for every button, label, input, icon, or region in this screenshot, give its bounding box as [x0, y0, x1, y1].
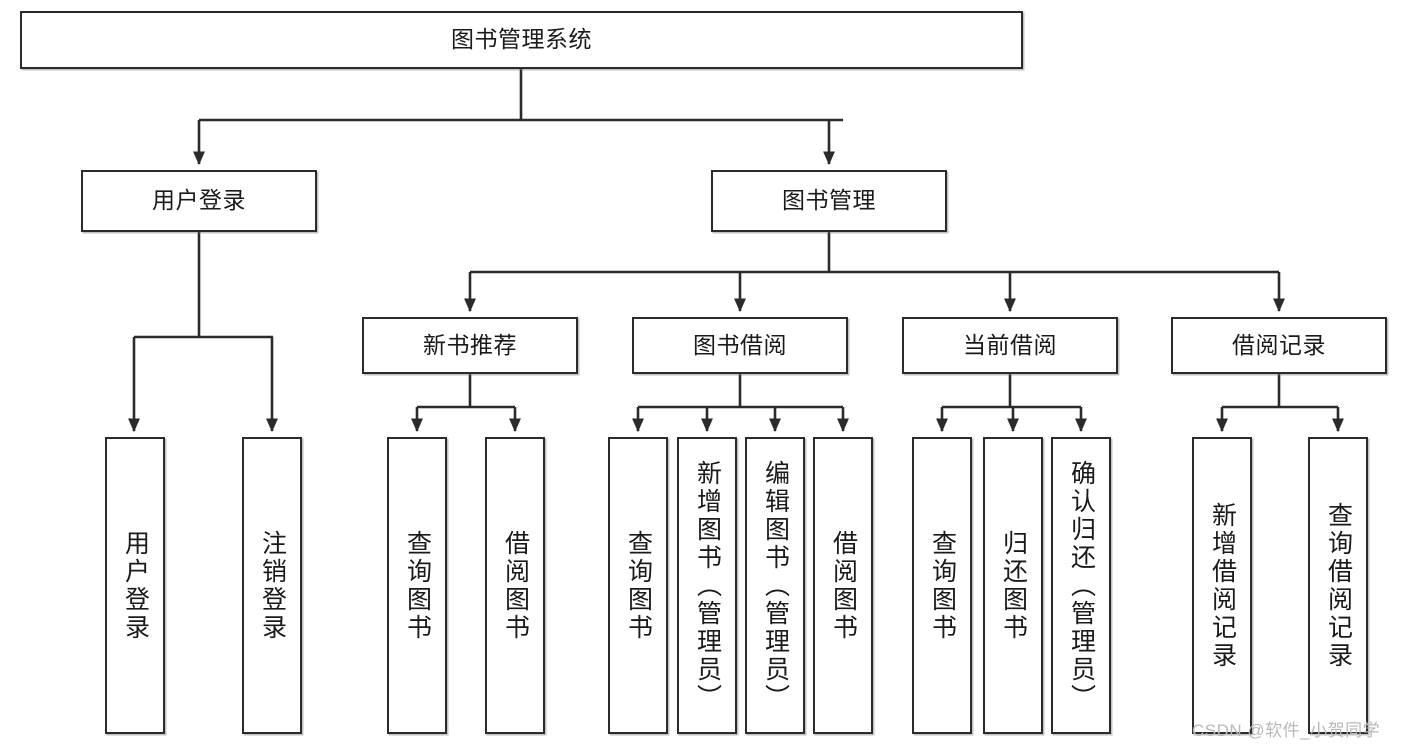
node-leaf-query-borrow-record[interactable]: 查询借阅记录 [1308, 437, 1368, 734]
node-book-borrow[interactable]: 图书借阅 [632, 317, 848, 374]
node-leaf-return-book-label: 归还图书 [999, 529, 1028, 642]
node-leaf-add-book-label: 新增图书（管理员） [693, 459, 722, 712]
node-leaf-query-book-current-label: 查询图书 [928, 529, 957, 642]
node-leaf-return-book[interactable]: 归还图书 [983, 437, 1043, 734]
node-new-book-recommend-label: 新书推荐 [423, 331, 517, 358]
node-leaf-user-login-label: 用户登录 [121, 529, 150, 642]
node-user-login-label: 用户登录 [152, 187, 246, 214]
node-leaf-query-borrow-record-label: 查询借阅记录 [1324, 501, 1353, 670]
node-leaf-borrow-book-recommend[interactable]: 借阅图书 [485, 437, 545, 734]
node-leaf-add-borrow-record-label: 新增借阅记录 [1208, 501, 1237, 670]
node-leaf-edit-book[interactable]: 编辑图书（管理员） [745, 437, 805, 734]
node-leaf-edit-book-label: 编辑图书（管理员） [761, 459, 790, 712]
node-leaf-query-book-borrow-label: 查询图书 [624, 529, 653, 642]
node-new-book-recommend[interactable]: 新书推荐 [362, 317, 578, 374]
node-leaf-add-book[interactable]: 新增图书（管理员） [677, 437, 737, 734]
node-leaf-user-logout[interactable]: 注销登录 [242, 437, 302, 734]
node-current-borrow-label: 当前借阅 [963, 331, 1057, 358]
node-root-label: 图书管理系统 [451, 26, 592, 53]
node-book-management[interactable]: 图书管理 [711, 170, 947, 232]
node-book-management-label: 图书管理 [782, 187, 876, 214]
node-book-borrow-label: 图书借阅 [693, 331, 787, 358]
node-current-borrow[interactable]: 当前借阅 [902, 317, 1118, 374]
node-leaf-query-book-recommend[interactable]: 查询图书 [387, 437, 447, 734]
node-borrow-record[interactable]: 借阅记录 [1171, 317, 1387, 374]
node-leaf-borrow-book[interactable]: 借阅图书 [813, 437, 873, 734]
node-root[interactable]: 图书管理系统 [20, 11, 1023, 69]
node-borrow-record-label: 借阅记录 [1232, 331, 1326, 358]
node-leaf-add-borrow-record[interactable]: 新增借阅记录 [1192, 437, 1252, 734]
node-user-login[interactable]: 用户登录 [81, 170, 317, 232]
node-leaf-confirm-return[interactable]: 确认归还（管理员） [1051, 437, 1111, 734]
watermark: CSDN @软件_小贺同学 [1192, 721, 1381, 740]
node-leaf-query-book-current[interactable]: 查询图书 [912, 437, 972, 734]
node-leaf-query-book-recommend-label: 查询图书 [403, 529, 432, 642]
node-leaf-user-login[interactable]: 用户登录 [105, 437, 165, 734]
node-leaf-borrow-book-recommend-label: 借阅图书 [501, 529, 530, 642]
node-leaf-confirm-return-label: 确认归还（管理员） [1067, 459, 1096, 712]
node-leaf-query-book-borrow[interactable]: 查询图书 [608, 437, 668, 734]
node-leaf-user-logout-label: 注销登录 [258, 529, 287, 642]
node-leaf-borrow-book-label: 借阅图书 [829, 529, 858, 642]
